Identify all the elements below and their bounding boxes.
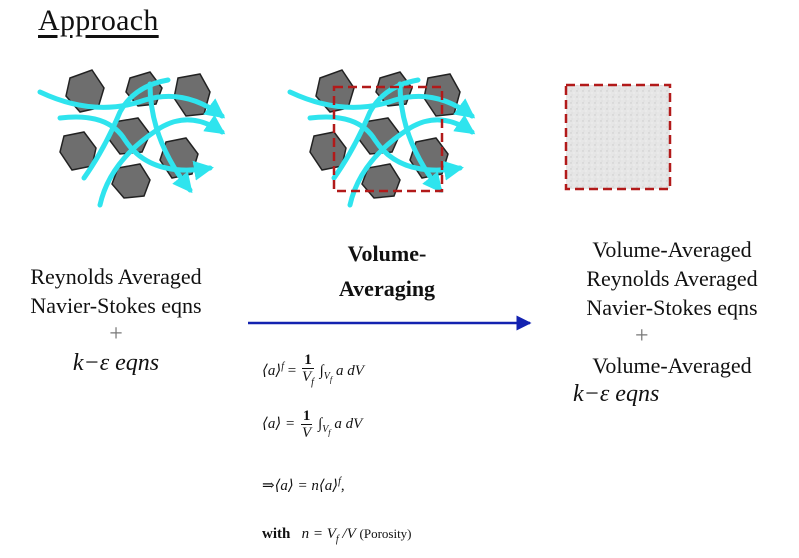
- va-k-epsilon-label: k−ε eqns: [547, 380, 797, 409]
- porous-medium-panel: [40, 70, 222, 205]
- volume-averaging-heading: Volume- Averaging: [272, 236, 502, 306]
- va-line-4: Volume-Averaged: [547, 351, 797, 380]
- k-epsilon-label: k−ε eqns: [0, 349, 232, 378]
- equation-relation: ⇒⟨a⟩ = n⟨a⟩f,: [262, 476, 345, 495]
- plus-sign: +: [0, 320, 232, 349]
- equation-porosity: with n = Vf /V (Porosity): [262, 526, 412, 545]
- rans-line-1: Reynolds Averaged: [0, 262, 232, 291]
- heading-line-1: Volume-: [272, 236, 502, 271]
- va-line-1: Volume-Averaged: [547, 235, 797, 264]
- va-line-2: Reynolds Averaged: [547, 264, 797, 293]
- plus-sign: +: [547, 322, 797, 351]
- va-line-3: Navier-Stokes eqns: [547, 293, 797, 322]
- rans-line-2: Navier-Stokes eqns: [0, 291, 232, 320]
- heading-line-2: Averaging: [272, 271, 502, 306]
- homogenized-volume: [566, 85, 670, 189]
- averaging-panel: [290, 70, 472, 205]
- rans-equations-text: Reynolds Averaged Navier-Stokes eqns + k…: [0, 262, 232, 378]
- volume-averaged-equations-text: Volume-Averaged Reynolds Averaged Navier…: [547, 235, 797, 409]
- averaged-volume-panel: [566, 85, 670, 189]
